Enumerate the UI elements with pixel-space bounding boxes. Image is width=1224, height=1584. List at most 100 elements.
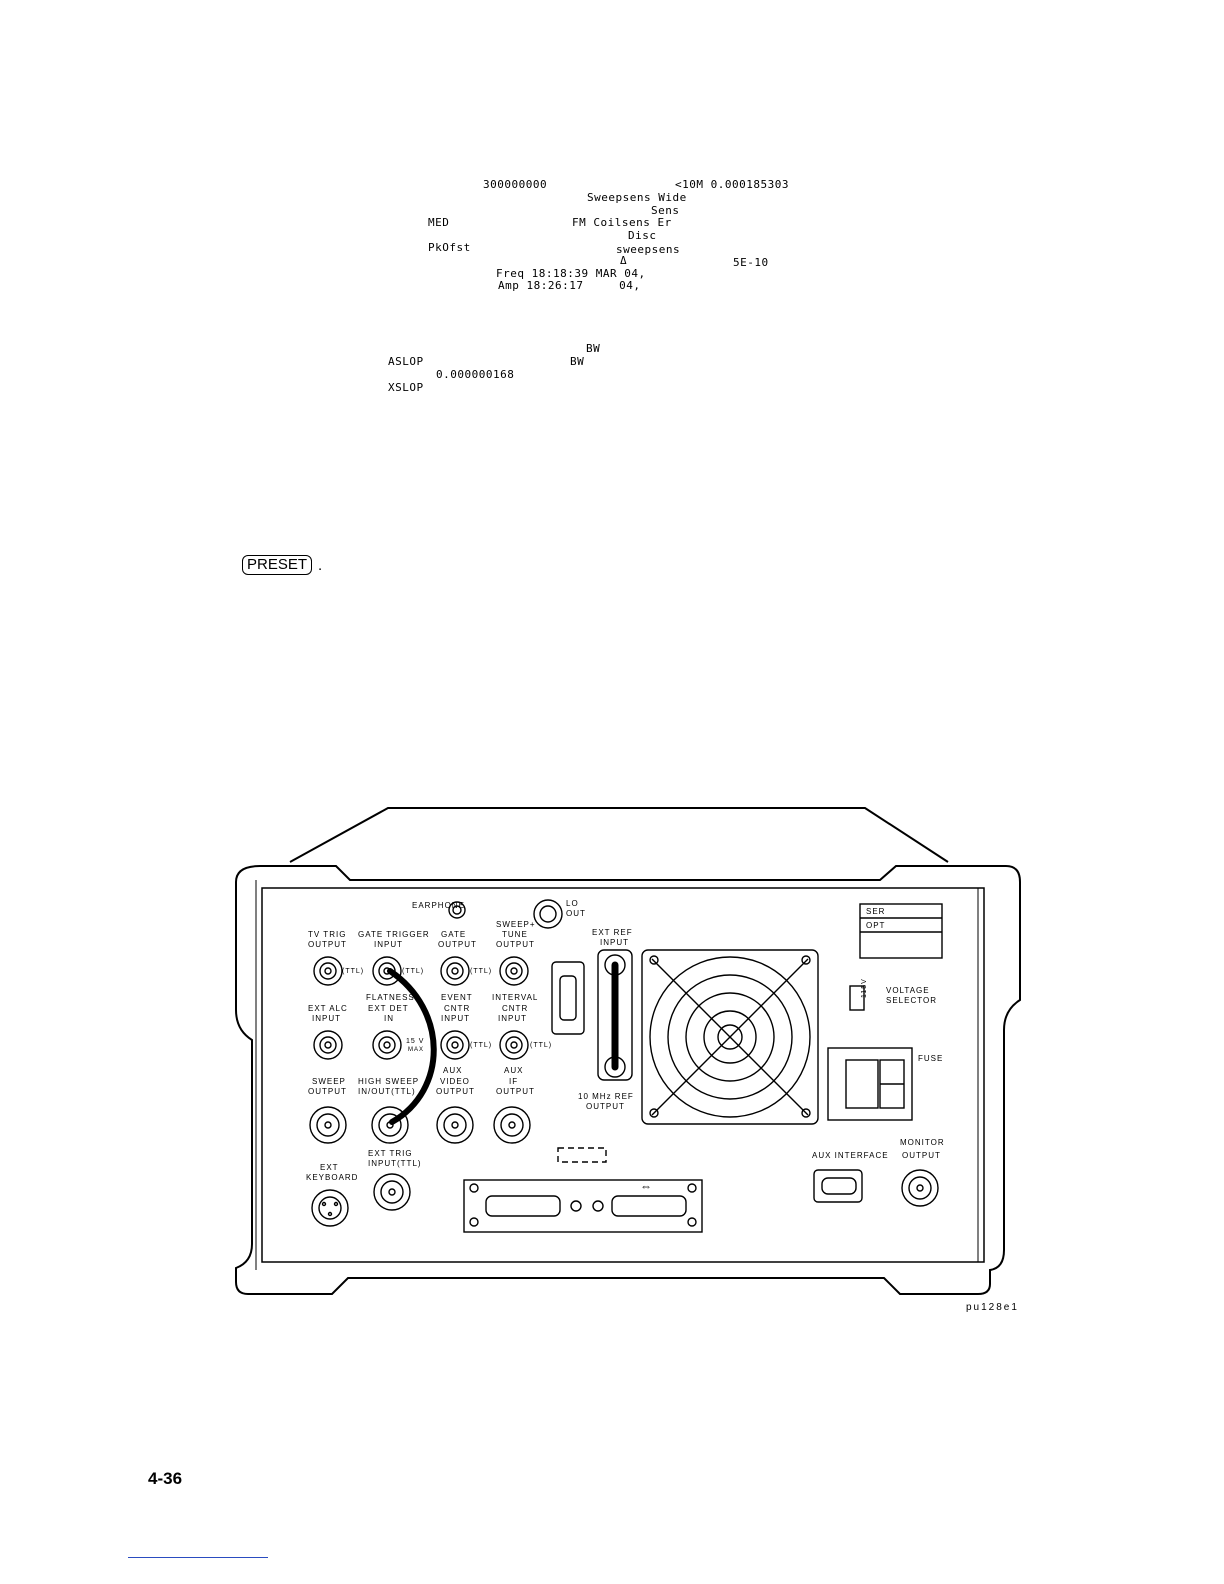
label-tv-trig: TV TRIG	[308, 930, 346, 939]
label-video: VIDEO	[440, 1077, 470, 1086]
footer-rule	[128, 1557, 268, 1558]
bnc-sweep-tune	[499, 956, 529, 986]
label-15v: 15 V	[406, 1038, 424, 1045]
dump-line2: Sweepsens Wide	[587, 191, 687, 204]
bnc-ext-det	[372, 1030, 402, 1060]
preset-key: PRESET	[242, 555, 313, 575]
bnc-aux-if	[493, 1106, 531, 1144]
bnc-gate-output	[440, 956, 470, 986]
bnc-ext-trig	[373, 1173, 411, 1211]
interface-plate	[463, 1179, 703, 1233]
label-earphone: EARPHONE	[412, 901, 465, 910]
label-ext-ref: EXT REF	[592, 928, 633, 937]
label-selector: SELECTOR	[886, 996, 937, 1005]
label-115v: 115V	[861, 978, 868, 998]
label-ttl-1: (TTL)	[342, 968, 364, 975]
bnc-ext-alc	[313, 1030, 343, 1060]
label-voltage: VOLTAGE	[886, 986, 930, 995]
label-ext-alc: EXT ALC	[308, 1004, 348, 1013]
d-connector	[551, 961, 585, 1035]
label-fuse: FUSE	[918, 1054, 943, 1063]
preset-period: .	[318, 557, 323, 574]
label-10mhz-ref: 10 MHz REF	[578, 1092, 634, 1101]
cabinet-top	[289, 807, 949, 863]
label-aux-interface: AUX INTERFACE	[812, 1151, 889, 1160]
bnc-monitor-output	[901, 1169, 939, 1207]
label-keyboard: KEYBOARD	[306, 1173, 358, 1182]
gate-trigger-cable	[387, 968, 437, 1125]
serial-plate	[859, 903, 943, 959]
ext-ref-bracket	[597, 949, 633, 1081]
label-arrows: ⇔	[640, 1179, 653, 1193]
label-monitor: MONITOR	[900, 1138, 945, 1147]
label-interval: INTERVAL	[492, 993, 538, 1002]
label-sweep-tune: SWEEP+	[496, 920, 536, 929]
bnc-high-sweep	[371, 1106, 409, 1144]
dump-line5: Disc	[628, 229, 657, 242]
aux-interface-connector	[813, 1169, 863, 1203]
label-in-out: IN/OUT(TTL)	[358, 1087, 416, 1096]
label-out: OUT	[566, 909, 586, 918]
label-sweep: SWEEP	[312, 1077, 346, 1086]
blank-slot	[557, 1147, 607, 1163]
dump-slope-value: 0.000000168	[436, 368, 515, 381]
label-input-ttl: INPUT(TTL)	[368, 1159, 422, 1168]
label-gate-trigger-input: INPUT	[374, 940, 403, 949]
label-if: IF	[509, 1077, 518, 1086]
label-event-cntr: CNTR	[444, 1004, 470, 1013]
lo-out-connector	[533, 899, 563, 929]
label-monitor-output: OUTPUT	[902, 1151, 941, 1160]
label-ttl-4: (TTL)	[470, 1042, 492, 1049]
label-video-output: OUTPUT	[436, 1087, 475, 1096]
fan-housing	[641, 949, 819, 1125]
dump-line6-left: PkOfst	[428, 241, 471, 254]
label-interval-input: INPUT	[498, 1014, 527, 1023]
label-tune-output: OUTPUT	[496, 940, 535, 949]
label-gate: GATE	[441, 930, 466, 939]
power-entry-module	[827, 1047, 913, 1121]
page-number: 4-36	[148, 1469, 183, 1488]
bnc-interval-cntr	[499, 1030, 529, 1060]
cabinet-frame	[235, 865, 1021, 1295]
label-if-output: OUTPUT	[496, 1087, 535, 1096]
bnc-sweep-output	[309, 1106, 347, 1144]
label-ser: SER	[866, 907, 885, 916]
dump-bw1: BW	[586, 342, 601, 355]
dump-line7-right: 5E-10	[733, 256, 769, 269]
label-ext-trig: EXT TRIG	[368, 1149, 413, 1158]
label-lo: LO	[566, 899, 579, 908]
label-max: MAX	[408, 1047, 424, 1053]
fan-grille	[649, 955, 811, 1118]
label-10mhz-output: OUTPUT	[586, 1102, 625, 1111]
label-ttl-5: (TTL)	[530, 1042, 552, 1049]
bnc-aux-video	[436, 1106, 474, 1144]
dump-line6-right: sweepsens	[616, 243, 681, 256]
label-ttl-3: (TTL)	[470, 968, 492, 975]
dump-line8: Freq 18:18:39 MAR 04,	[496, 267, 646, 280]
label-gate-trigger: GATE TRIGGER	[358, 930, 430, 939]
bnc-event-cntr	[440, 1030, 470, 1060]
label-tv-output: OUTPUT	[308, 940, 347, 949]
label-ext-ref-input: INPUT	[600, 938, 629, 947]
label-ext-det-in: IN	[384, 1014, 394, 1023]
figure-id: pu128e1	[966, 1302, 1019, 1313]
label-sweep-output: OUTPUT	[308, 1087, 347, 1096]
label-high-sweep: HIGH SWEEP	[358, 1077, 419, 1086]
dump-line1-left: 300000000	[483, 178, 548, 191]
label-gate-output: OUTPUT	[438, 940, 477, 949]
dump-line9: Amp 18:26:17 04,	[498, 279, 641, 292]
dump-line4-right: FM Coilsens Er	[572, 216, 672, 229]
label-event: EVENT	[441, 993, 473, 1002]
panel-face	[261, 887, 985, 1263]
label-flatness: FLATNESS	[366, 993, 415, 1002]
dump-bw2: BW	[570, 355, 585, 368]
label-ext-det: EXT DET	[368, 1004, 409, 1013]
ext-keyboard-connector	[311, 1189, 349, 1227]
label-aux-video-aux: AUX	[443, 1066, 462, 1075]
label-opt: OPT	[866, 921, 885, 930]
label-ext: EXT	[320, 1163, 339, 1172]
label-ext-alc-input: INPUT	[312, 1014, 341, 1023]
label-interval-cntr: CNTR	[502, 1004, 528, 1013]
earphone-jack	[448, 901, 466, 919]
